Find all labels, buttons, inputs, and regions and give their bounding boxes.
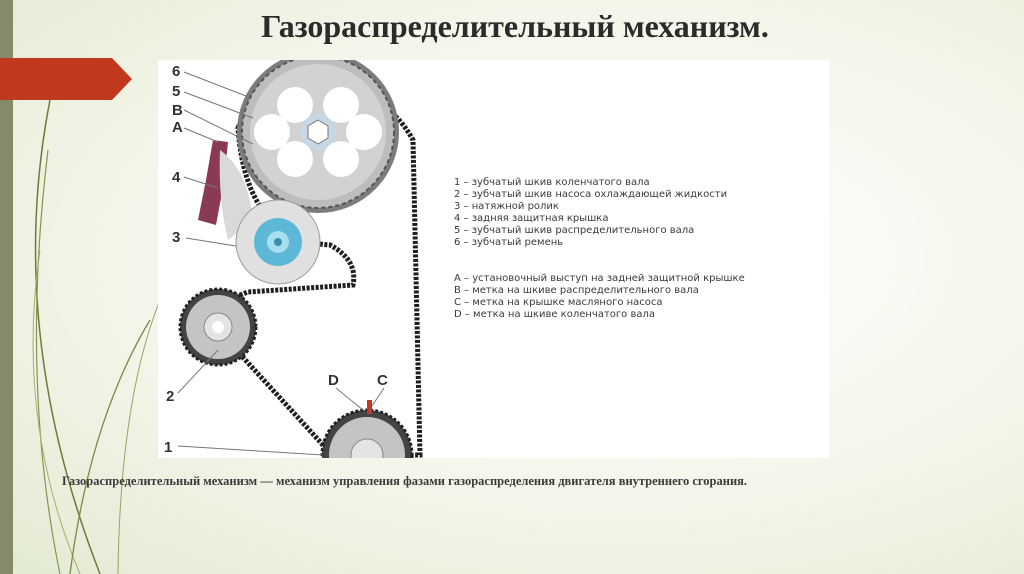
legend-item-d: D – метка на шкиве коленчатого вала [454, 309, 655, 320]
pump-pulley [178, 287, 258, 367]
callout-2: 2 [166, 388, 174, 405]
left-accent-bar [0, 0, 13, 574]
camshaft-pulley [237, 60, 399, 213]
callout-5: 5 [172, 83, 180, 100]
callout-c: C [377, 372, 388, 389]
tensioner-roller [235, 199, 321, 285]
slide-title: Газораспределительный механизм. [261, 8, 769, 44]
legend-item-6: 6 – зубчатый ремень [454, 237, 564, 248]
legend-item-3: 3 – натяжной ролик [454, 201, 559, 212]
callout-d: D [328, 372, 339, 389]
callout-3: 3 [172, 229, 180, 246]
legend-item-1: 1 – зубчатый шкив коленчатого вала [454, 177, 650, 188]
crankshaft-pulley [320, 408, 414, 458]
legend-item-c: С – метка на крышке масляного насоса [454, 297, 663, 308]
callout-4: 4 [172, 169, 181, 186]
diagram-legend: 1 – зубчатый шкив коленчатого вала 2 – з… [454, 177, 745, 321]
callout-6: 6 [172, 63, 180, 80]
legend-item-2: 2 – зубчатый шкив насоса охлаждающей жид… [454, 189, 728, 200]
legend-item-5: 5 – зубчатый шкив распределительного вал… [454, 225, 695, 236]
callout-1: 1 [164, 439, 172, 456]
callout-a: A [172, 119, 183, 136]
legend-item-4: 4 – задняя защитная крышка [454, 213, 609, 224]
oil-pump-mark [367, 400, 372, 414]
red-arrow-marker [0, 58, 132, 100]
callout-b: B [172, 102, 183, 119]
decorative-curves [32, 99, 161, 574]
timing-belt-diagram: 6 5 B A 4 3 2 D C 1 1 – зубчатый шкив ко… [158, 60, 829, 458]
legend-item-b: В – метка на шкиве распределительного ва… [454, 285, 699, 296]
legend-item-a: А – установочный выступ на задней защитн… [454, 273, 745, 284]
slide-caption: Газораспределительный механизм — механиз… [62, 474, 748, 488]
